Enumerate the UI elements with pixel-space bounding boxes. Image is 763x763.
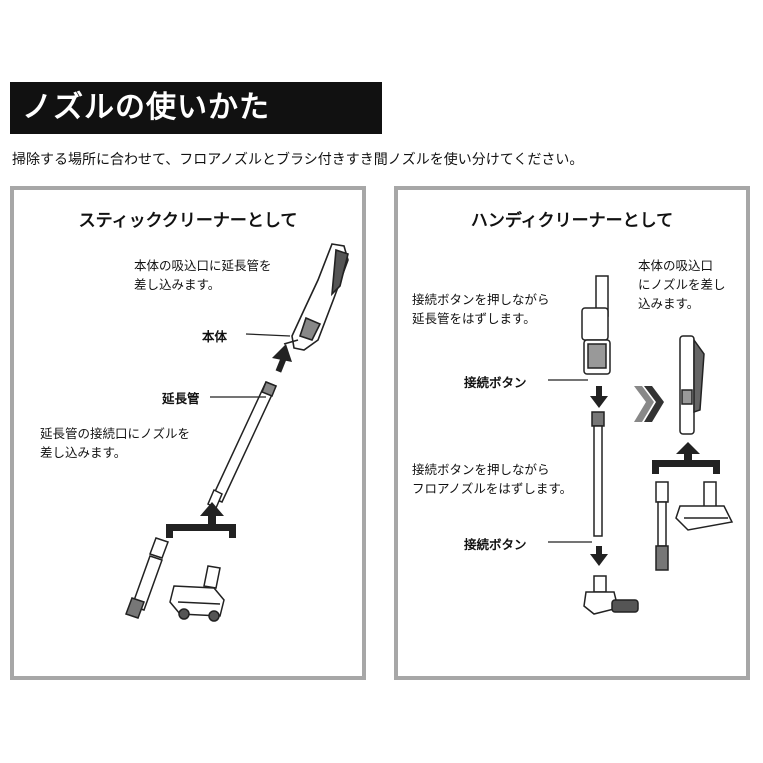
note-release-floor-line1: 接続ボタンを押しながら xyxy=(412,462,550,477)
handy-body-illustration xyxy=(581,275,611,375)
note-insert-pipe-line2: 差し込みます。 xyxy=(134,277,221,292)
arrow-down-icon xyxy=(590,386,608,408)
arrow-up-icon xyxy=(272,344,292,373)
note-attach-line3: 込みます。 xyxy=(638,296,700,311)
stick-cleaner-illustration xyxy=(125,243,349,622)
bracket-arrow-icon xyxy=(166,502,236,538)
handy-crevice-nozzle-illustration xyxy=(655,481,669,571)
note-insert-pipe-line1: 本体の吸込口に延長管を xyxy=(134,258,272,273)
handy-floor-nozzle-illustration xyxy=(583,575,639,615)
handy-pipe-illustration xyxy=(591,411,605,537)
handy-floor-nozzle-2-illustration xyxy=(675,481,734,531)
floor-nozzle-illustration xyxy=(169,565,225,622)
section-title-bar xyxy=(10,82,382,134)
cleaner-body-illustration xyxy=(283,243,349,351)
note-attach-line2: にノズルを差し xyxy=(638,277,726,292)
handy-cleaner-panel: ハンディクリーナーとして xyxy=(394,186,750,680)
note-release-pipe-line1: 接続ボタンを押しながら xyxy=(412,292,550,307)
crevice-nozzle-illustration xyxy=(125,537,169,619)
chevron-right-icon xyxy=(634,386,664,422)
note-release-floor-line2: フロアノズルをはずします。 xyxy=(412,481,573,496)
handy-panel-title: ハンディクリーナーとして xyxy=(470,211,674,231)
label-extension-pipe: 延長管 xyxy=(162,391,200,406)
section-title: ノズルの使いかた xyxy=(22,90,270,125)
extension-pipe-illustration xyxy=(207,381,278,510)
handy-cleaner-illustration xyxy=(548,275,734,615)
handy-body-standalone-illustration xyxy=(679,335,705,435)
label-connect-button-2: 接続ボタン xyxy=(464,537,527,552)
label-connect-button-1: 接続ボタン xyxy=(464,375,527,390)
arrow-down-icon xyxy=(590,546,608,566)
note-insert-nozzle-line2: 差し込みます。 xyxy=(40,445,127,460)
note-release-pipe-line2: 延長管をはずします。 xyxy=(412,311,536,326)
note-attach-line1: 本体の吸込口 xyxy=(638,258,714,273)
label-body: 本体 xyxy=(202,329,228,344)
stick-panel-title: スティッククリーナーとして xyxy=(78,211,298,231)
stick-cleaner-panel: スティッククリーナーとして xyxy=(10,186,366,680)
intro-text: 掃除する場所に合わせて、フロアノズルとブラシ付きすき間ノズルを使い分けてください… xyxy=(12,152,584,168)
bracket-arrow-icon xyxy=(652,442,720,474)
note-insert-nozzle-line1: 延長管の接続口にノズルを xyxy=(40,426,191,441)
